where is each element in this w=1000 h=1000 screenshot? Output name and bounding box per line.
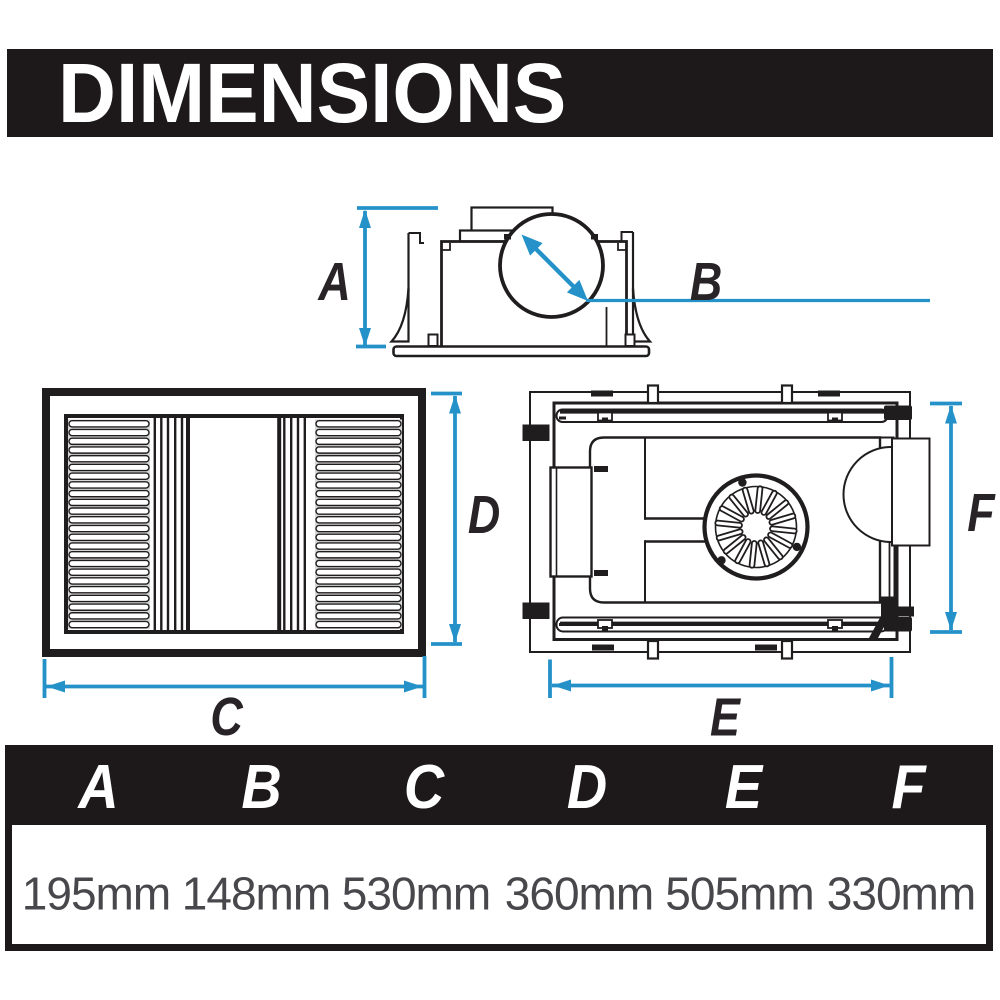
svg-text:530mm: 530mm	[342, 868, 490, 920]
svg-text:B: B	[690, 251, 722, 312]
svg-text:148mm: 148mm	[182, 868, 330, 920]
svg-text:A: A	[76, 753, 118, 821]
svg-text:A: A	[317, 251, 351, 312]
svg-text:B: B	[241, 753, 281, 821]
svg-text:195mm: 195mm	[22, 868, 170, 920]
svg-text:F: F	[891, 753, 927, 821]
svg-text:330mm: 330mm	[827, 868, 975, 920]
svg-text:C: C	[404, 753, 446, 821]
svg-text:F: F	[967, 482, 996, 543]
svg-text:505mm: 505mm	[665, 868, 813, 920]
svg-text:D: D	[468, 484, 500, 545]
svg-text:360mm: 360mm	[505, 868, 653, 920]
svg-text:D: D	[567, 753, 607, 821]
svg-text:E: E	[710, 687, 742, 748]
svg-text:E: E	[725, 753, 764, 821]
svg-text:C: C	[210, 686, 243, 747]
